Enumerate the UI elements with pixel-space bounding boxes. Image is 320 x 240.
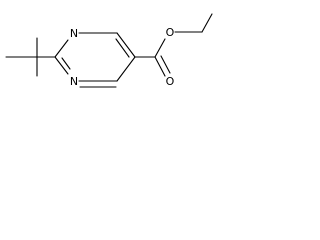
bond-c6-c5 [116, 32, 136, 58]
methyl-ester-group: O O [134, 13, 213, 88]
structure-canvas: N N O O [0, 0, 231, 115]
pyrimidine-ring: N N [54, 27, 136, 88]
bond-c4-c5 [116, 56, 136, 82]
atom-label-n3: N [70, 75, 78, 88]
bond-c2-n3 [54, 56, 69, 75]
bond-carbonyl-c-to-ester-o [154, 38, 166, 58]
bond-carbonyl-c-to-o-double-second [160, 55, 171, 74]
bond-c2-n1 [54, 39, 69, 58]
bond-carbonyl-c-to-o-double [154, 56, 166, 77]
bond-c6-c5-inner [115, 38, 130, 58]
bond-methyl-tail [201, 13, 213, 33]
molecule-drawing: N N O O [5, 13, 213, 88]
bond-c2-n3-inner [61, 57, 71, 70]
atom-label-ester-oxygen: O [166, 26, 175, 39]
atom-label-n1: N [70, 27, 78, 40]
atom-label-carbonyl-oxygen: O [166, 75, 175, 88]
tert-butyl-group [5, 37, 56, 77]
